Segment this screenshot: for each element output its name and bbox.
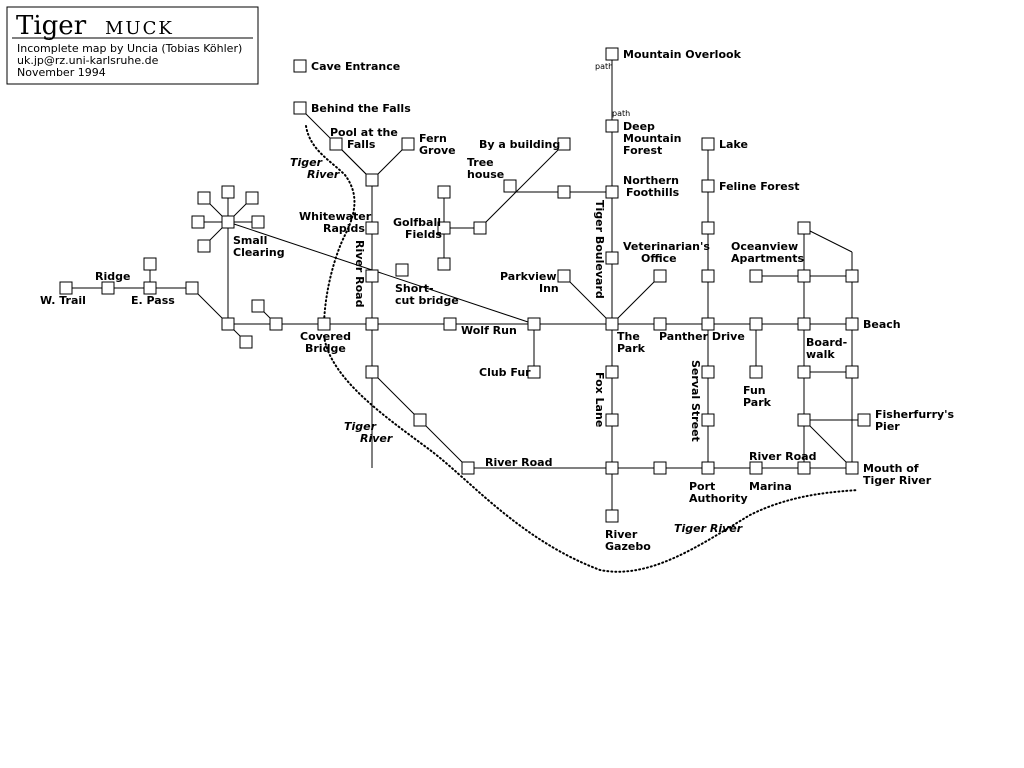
label-fun-park-1: Fun [743,384,766,397]
label-whitewater-2: Rapids [323,222,365,235]
label-oceanview-2: Apartments [731,252,805,265]
label-river-lower: Tiger River [674,522,743,535]
label-river-gazebo-2: Gazebo [605,540,651,553]
title-small: MUCK [105,18,174,39]
label-northern-foothills-2: Foothills [626,186,680,199]
map-labels: Cave Entrance Behind the Falls Pool at t… [40,48,955,553]
label-river-gazebo-1: River [605,528,638,541]
label-lake: Lake [719,138,748,151]
label-parkview-inn-1: Parkview [500,270,557,283]
label-northern-foothills-1: Northern [623,174,679,187]
label-shortcut-bridge-2: cut bridge [395,294,459,307]
label-pool-falls-1: Pool at the [330,126,398,139]
map-header: Tiger MUCK Incomplete map by Uncia (Tobi… [6,6,259,85]
label-golfball-1: Golfball [393,216,441,229]
label-deep-forest-2: Mountain [623,132,681,145]
label-oceanview-1: Oceanview [731,240,798,253]
title-main: Tiger [16,11,87,41]
label-path-top: path [595,62,613,71]
label-mouth-river-2: Tiger River [863,474,932,487]
header-email: uk.jp@rz.uni-karlsruhe.de [17,54,159,67]
label-fisherfurry-1: Fisherfurry's [875,408,955,421]
label-feline-forest: Feline Forest [719,180,800,193]
label-marina: Marina [749,480,792,493]
label-w-trail: W. Trail [40,294,86,307]
label-port-authority-1: Port [689,480,715,493]
label-covered-bridge-2: Bridge [305,342,346,355]
label-fun-park-2: Park [743,396,772,409]
label-pool-falls-2: Falls [347,138,376,151]
label-covered-bridge-1: Covered [300,330,351,343]
header-date: November 1994 [17,66,106,79]
label-panther-drive: Panther Drive [659,330,745,343]
label-river-middle-1: Tiger [344,420,377,433]
label-by-building: By a building [479,138,560,151]
label-golfball-2: Fields [405,228,442,241]
label-boardwalk-2: walk [806,348,835,361]
label-club-fur: Club Fur [479,366,531,379]
label-boardwalk-1: Board- [806,336,847,349]
label-ridge: Ridge [95,270,130,283]
label-parkview-inn-2: Inn [539,282,559,295]
label-river-upper-1: Tiger [290,156,323,169]
label-mountain-overlook: Mountain Overlook [623,48,742,61]
label-tree-house-1: Tree [467,156,494,169]
label-street-serval-street: Serval Street [689,360,702,442]
label-path-mid: path [612,109,630,118]
label-river-middle-2: River [360,432,393,445]
label-fisherfurry-2: Pier [875,420,900,433]
label-river-upper-2: River [307,168,340,181]
label-cave-entrance: Cave Entrance [311,60,400,73]
label-the-park-1: The [617,330,640,343]
label-fern-grove-1: Fern [419,132,447,145]
label-beach: Beach [863,318,901,331]
label-shortcut-bridge-1: Short- [395,282,434,295]
label-street-fox-lane: Fox Lane [593,372,606,427]
label-behind-falls: Behind the Falls [311,102,411,115]
tiger-river [305,125,859,573]
label-street-tiger-boulevard: Tiger Boulevard [593,200,606,299]
label-whitewater-1: Whitewater [299,210,372,223]
map-rooms [59,47,871,523]
label-river-road-west: River Road [485,456,552,469]
label-the-park-2: Park [617,342,646,355]
label-deep-forest-1: Deep [623,120,655,133]
header-author: Incomplete map by Uncia (Tobias Köhler) [17,42,242,55]
label-e-pass: E. Pass [131,294,175,307]
label-mouth-river-1: Mouth of [863,462,919,475]
label-small-clearing-1: Small [233,234,267,247]
label-small-clearing-2: Clearing [233,246,285,259]
label-tree-house-2: house [467,168,504,181]
label-deep-forest-3: Forest [623,144,662,157]
label-vet-office-1: Veterinarian's [623,240,710,253]
label-port-authority-2: Authority [689,492,748,505]
label-street-river-road: River Road [353,240,366,307]
label-fern-grove-2: Grove [419,144,456,157]
label-wolf-run: Wolf Run [461,324,517,337]
label-river-road-east: River Road [749,450,816,463]
label-vet-office-2: Office [641,252,677,265]
